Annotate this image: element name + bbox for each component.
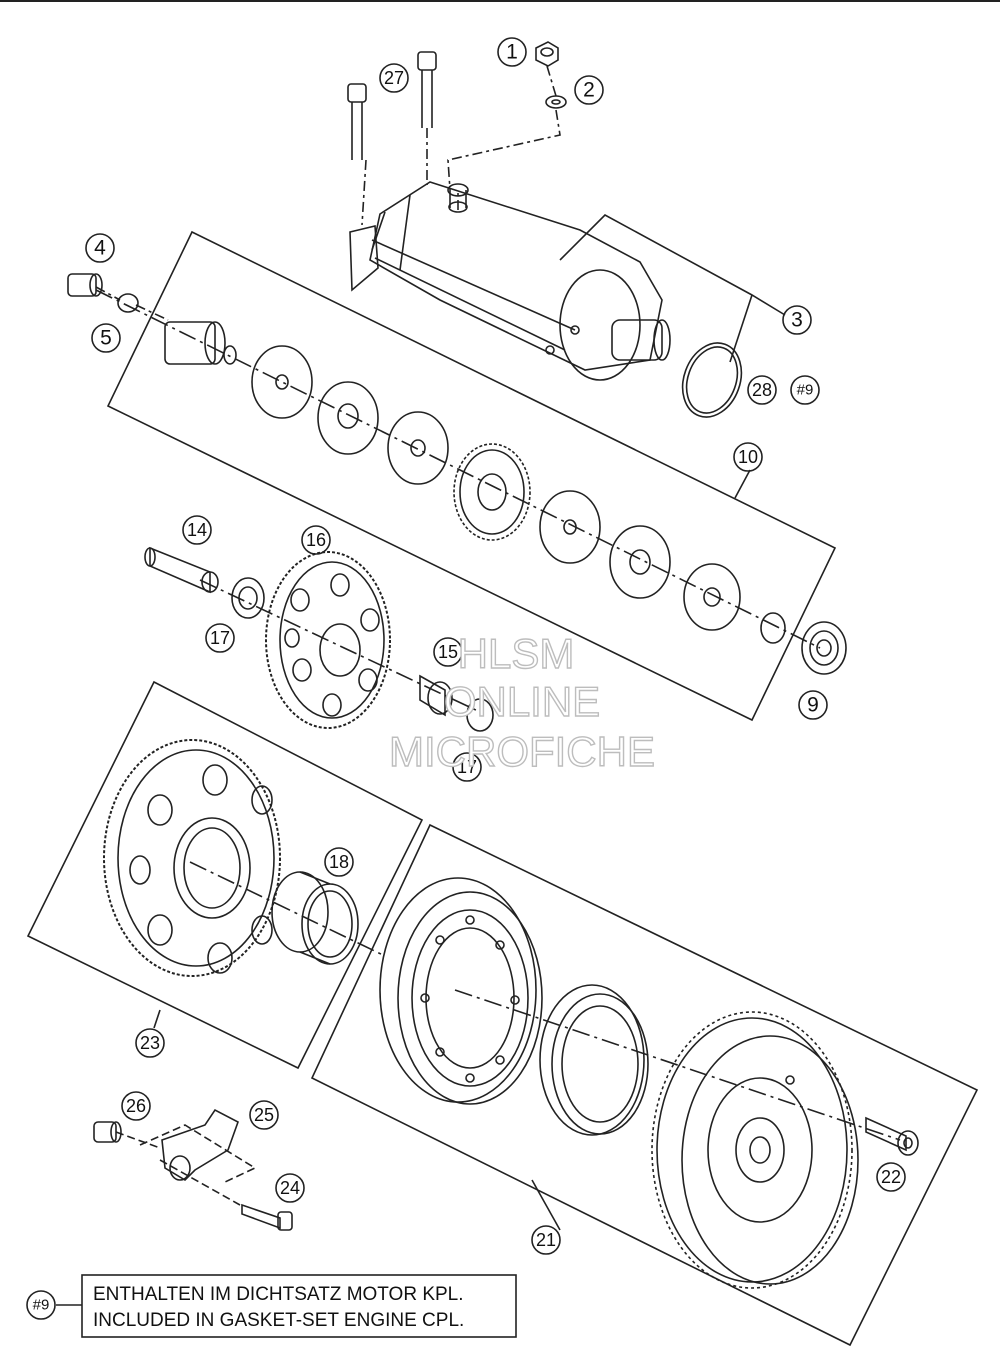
callout-18: 18 <box>329 852 349 872</box>
flywheel-rotor <box>651 1011 859 1289</box>
callout-25: 25 <box>254 1105 274 1125</box>
callout-10: 10 <box>738 447 758 467</box>
leader-lines <box>95 65 561 321</box>
callout-17-a: 17 <box>210 628 230 648</box>
shim-c <box>387 411 449 485</box>
callout-1: 1 <box>506 41 518 64</box>
callout-2: 2 <box>583 79 595 102</box>
callout-28: 28 <box>752 380 772 400</box>
callout-21: 21 <box>536 1230 556 1250</box>
callout-23: 23 <box>140 1033 160 1053</box>
starter-motor <box>349 181 671 381</box>
shim-d <box>539 490 601 564</box>
bushing-4 <box>67 273 103 297</box>
shim-a <box>251 345 313 419</box>
callout-27: 27 <box>384 68 404 88</box>
bolt-24 <box>241 1203 293 1231</box>
pinion-gear <box>164 321 237 365</box>
legend-box <box>81 1274 517 1338</box>
sleeve-18 <box>271 871 359 965</box>
callout-5: 5 <box>100 327 112 350</box>
callout-9: 9 <box>807 694 819 717</box>
washer-17-a <box>231 577 265 619</box>
watermark: HLSM ONLINE MICROFICHE <box>388 629 655 775</box>
shim-e <box>609 525 671 599</box>
watermark-line-1: HLSM <box>458 630 575 677</box>
callout-17-b: 17 <box>457 757 477 777</box>
washer-2 <box>545 95 567 109</box>
bushing-15 <box>419 674 453 717</box>
bolt-22 <box>865 1116 919 1156</box>
callout-circles <box>26 37 906 1320</box>
freewheel-ring <box>539 984 649 1136</box>
intermediate-gear <box>453 443 531 541</box>
pin-14 <box>144 546 219 594</box>
group-box-23 <box>26 680 424 1070</box>
callout-leaders <box>153 214 786 1231</box>
callout-3: 3 <box>791 309 803 332</box>
callout-4: 4 <box>94 237 106 260</box>
watermark-line-3: MICROFICHE <box>389 728 655 775</box>
callout-22: 22 <box>881 1167 901 1187</box>
legend-symbol: #9 <box>33 1297 50 1314</box>
callout-24: 24 <box>280 1178 300 1198</box>
callout-9-ref: #9 <box>797 382 814 399</box>
callout-14: 14 <box>187 520 207 540</box>
callout-15: 15 <box>438 642 458 662</box>
group-box-10 <box>106 230 837 722</box>
o-ring-28 <box>681 342 743 418</box>
washer-17-b <box>466 698 494 732</box>
bolt-27-a <box>347 83 367 160</box>
circlip <box>760 612 786 644</box>
lever-25 <box>161 1108 239 1182</box>
callout-16: 16 <box>306 530 326 550</box>
watermark-line-2: ONLINE <box>444 678 600 725</box>
freewheel-housing <box>379 877 543 1105</box>
washer-5 <box>117 293 139 313</box>
bearing-9 <box>801 621 847 675</box>
legend-line-1: ENTHALTEN IM DICHTSATZ MOTOR KPL. <box>93 1284 464 1305</box>
shim-b <box>317 381 379 455</box>
legend-line-2: INCLUDED IN GASKET-SET ENGINE CPL. <box>93 1310 464 1331</box>
callout-26: 26 <box>126 1096 146 1116</box>
gear-23 <box>103 739 281 977</box>
nut-1 <box>535 41 559 67</box>
bolt-27-b <box>417 51 437 128</box>
gear-16 <box>265 551 391 729</box>
shim-f <box>683 563 741 631</box>
group-box-21 <box>310 823 979 1347</box>
